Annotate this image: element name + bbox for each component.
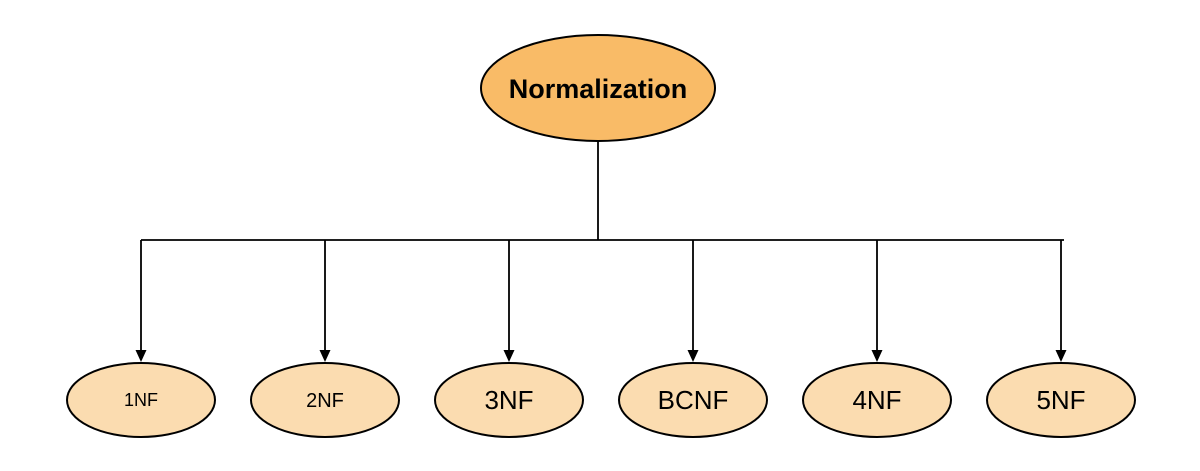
child-node-ellipse — [986, 362, 1136, 438]
arrowhead-down-icon — [1055, 350, 1067, 362]
arrowhead-down-icon — [503, 350, 515, 362]
child-node-label: BCNF — [658, 385, 729, 415]
child-node-label: 3NF — [484, 385, 533, 415]
child-node-ellipse — [802, 362, 952, 438]
child-node-ellipse — [434, 362, 584, 438]
child-node-label: 2NF — [306, 390, 344, 412]
child-node-ellipse — [618, 362, 768, 438]
root-node-normalization: Normalization — [480, 34, 716, 142]
child-node-label: 1NF — [124, 390, 158, 410]
connector-lines — [135, 141, 1067, 362]
root-node-ellipse — [480, 34, 716, 142]
child-node-2nf: 2NF — [250, 362, 400, 438]
child-node-4nf: 4NF — [802, 362, 952, 438]
child-node-bcnf: BCNF — [618, 362, 768, 438]
child-node-1nf: 1NF — [66, 362, 216, 438]
child-node-ellipse — [66, 362, 216, 438]
child-node-5nf: 5NF — [986, 362, 1136, 438]
child-node-3nf: 3NF — [434, 362, 584, 438]
arrowhead-down-icon — [135, 350, 147, 362]
child-node-ellipse — [250, 362, 400, 438]
root-node-label: Normalization — [509, 74, 688, 104]
child-node-label: 4NF — [852, 385, 901, 415]
arrowhead-down-icon — [687, 350, 699, 362]
arrowhead-down-icon — [319, 350, 331, 362]
child-node-label: 5NF — [1036, 385, 1085, 415]
arrowhead-down-icon — [871, 350, 883, 362]
